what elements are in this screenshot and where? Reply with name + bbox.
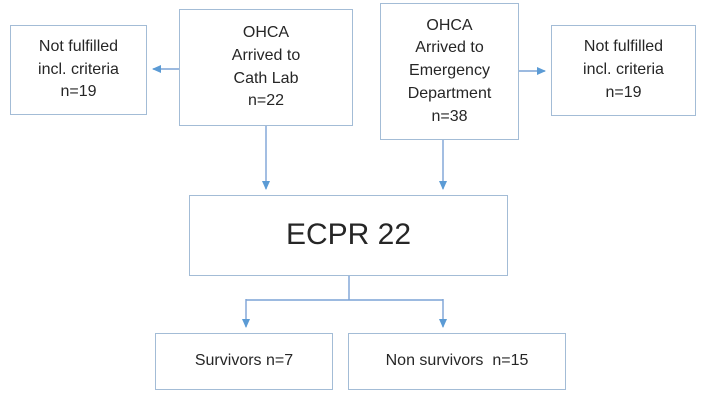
node-text-line: OHCA <box>426 16 473 34</box>
node-ohca-cath-lab: OHCA Arrived to Cath Lab n=22 <box>179 9 353 126</box>
node-text-line: ECPR 22 <box>285 218 412 252</box>
node-not-fulfilled-left: Not fulfilled incl. criteria n=19 <box>10 25 147 115</box>
node-text-line: Not fulfilled <box>38 37 119 55</box>
node-text-line: Department <box>407 84 492 102</box>
node-ecpr: ECPR 22 <box>189 195 508 276</box>
node-text-line: n=22 <box>247 92 285 110</box>
node-text-line: n=38 <box>431 107 468 125</box>
node-not-fulfilled-right: Not fulfilled incl. criteria n=19 <box>551 25 696 116</box>
node-ohca-emergency-department: OHCA Arrived to Emergency Department n=3… <box>380 3 519 140</box>
node-text-line: Not fulfilled <box>583 38 664 56</box>
node-text-line: Emergency <box>409 62 490 80</box>
node-text-line: n=19 <box>605 83 642 101</box>
node-text-line: Survivors n=7 <box>194 352 294 370</box>
node-survivors: Survivors n=7 <box>155 333 333 390</box>
node-text-line: Arrived to <box>415 39 484 57</box>
node-text-line: Cath Lab <box>233 69 299 87</box>
node-text-line: incl. criteria <box>583 61 664 79</box>
node-text-line: incl. criteria <box>38 60 119 78</box>
node-text-line: OHCA <box>242 24 290 42</box>
node-text-line: Arrived to <box>231 46 301 64</box>
node-text-line: n=19 <box>60 83 97 101</box>
node-text-line: Non survivors n=15 <box>385 352 529 370</box>
node-non-survivors: Non survivors n=15 <box>348 333 566 390</box>
